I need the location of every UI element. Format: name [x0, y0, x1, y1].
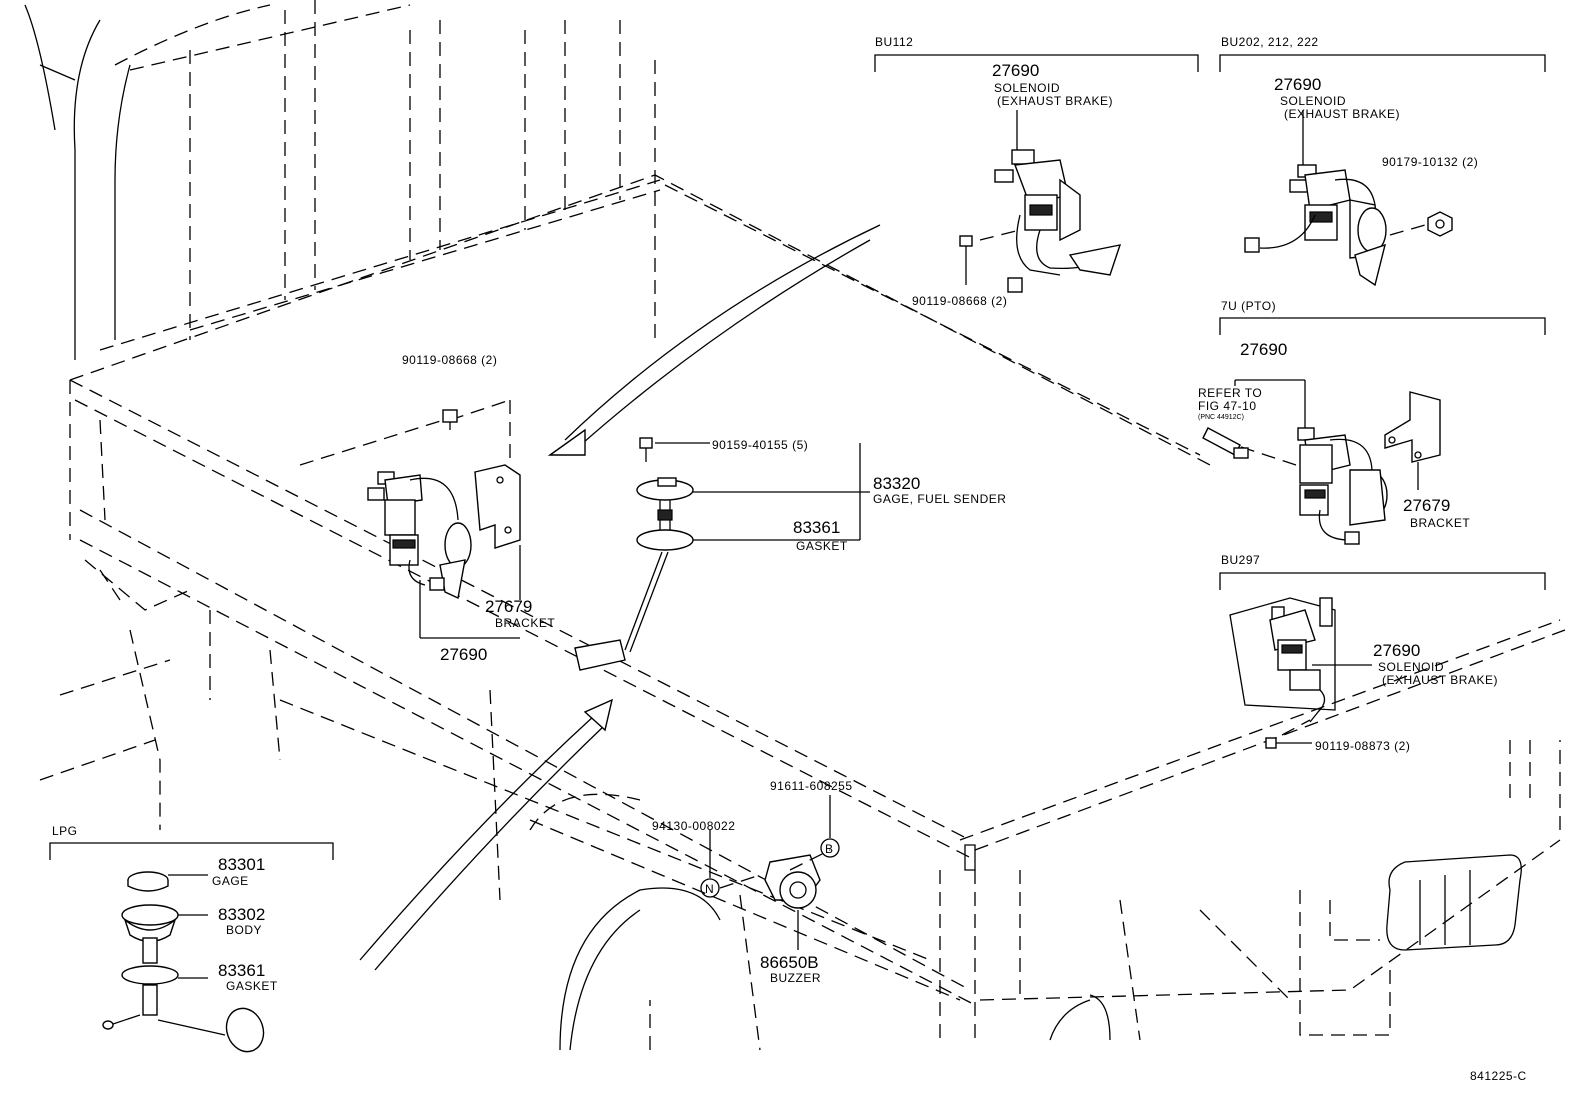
bu112-bolt-label: 90119-08668 (2) — [912, 294, 1007, 308]
main-solenoid-partno: 27690 — [440, 645, 487, 664]
bu297-desc2: (EXHAUST BRAKE) — [1382, 673, 1498, 687]
lpg-gasket-label: GASKET — [226, 979, 278, 993]
main-bracket-label: BRACKET — [495, 616, 555, 630]
lpg-body-label: BODY — [226, 923, 262, 937]
gasket-partno: 83361 — [793, 518, 840, 537]
callout-arrows — [359, 224, 881, 971]
truck-outline — [24, 0, 1566, 1051]
bu297-bolt-icon — [1265, 737, 1312, 749]
bu112-bolt-icon — [959, 235, 973, 285]
bu202-desc1: SOLENOID — [1280, 94, 1346, 108]
bu202-partno: 27690 — [1274, 75, 1321, 94]
marker-b-icon — [820, 838, 840, 858]
buzzer-partno: 86650B — [760, 953, 819, 972]
section-title-bu112: BU112 — [875, 35, 913, 49]
bu202-nut-icon — [1427, 211, 1453, 237]
bu297-solenoid-drawing — [1229, 597, 1372, 736]
clip-b-label: 91611-608255 — [770, 779, 853, 793]
buzzer-drawing — [709, 795, 831, 1051]
clip-n-number: 94130-00802 — [652, 819, 728, 833]
pto-bracket-label: BRACKET — [1410, 516, 1470, 530]
section-frames — [49, 54, 1546, 860]
main-solenoid-drawing — [299, 399, 521, 639]
marker-n-text: N — [705, 882, 714, 896]
pto-partno: 27690 — [1240, 340, 1287, 359]
marker-n-icon — [700, 878, 720, 898]
fuel-sender-drawing — [574, 437, 870, 671]
sender-label: GAGE, FUEL SENDER — [873, 492, 1006, 506]
clip-b-number: 91611-60825 — [770, 779, 845, 793]
lpg-gasket-partno: 83361 — [218, 961, 265, 980]
bu202-desc2: (EXHAUST BRAKE) — [1284, 107, 1400, 121]
bu112-partno: 27690 — [992, 61, 1039, 80]
sender-partno: 83320 — [873, 474, 920, 493]
pto-refer-line1: REFER TO — [1198, 386, 1262, 400]
bu112-solenoid-drawing — [979, 110, 1122, 293]
screw-label: 90159-40155 (5) — [712, 438, 808, 452]
section-title-bu297: BU297 — [1221, 553, 1260, 567]
lpg-gage-partno: 83301 — [218, 855, 265, 874]
bu112-desc1: SOLENOID — [994, 81, 1060, 95]
figure-id: 841225-C — [1470, 1069, 1527, 1083]
bu112-desc2: (EXHAUST BRAKE) — [997, 94, 1113, 108]
section-title-lpg: LPG — [52, 824, 78, 838]
bu297-desc1: SOLENOID — [1378, 660, 1444, 674]
pto-refer-line3: (PNC 44912C) — [1198, 414, 1244, 421]
bu202-solenoid-drawing — [1244, 110, 1426, 287]
bu297-partno: 27690 — [1373, 641, 1420, 660]
lpg-parts-drawing — [102, 871, 265, 1053]
clip-n-suffix: 2 — [728, 819, 735, 833]
buzzer-label: BUZZER — [770, 971, 821, 985]
main-bracket-partno: 27679 — [485, 597, 532, 616]
section-title-bu202: BU202, 212, 222 — [1221, 35, 1319, 49]
gasket-label: GASKET — [796, 539, 848, 553]
bu297-bolt-label: 90119-08873 (2) — [1315, 739, 1410, 753]
clip-b-suffix: 5 — [845, 779, 852, 793]
pto-solenoid-drawing — [1202, 379, 1441, 545]
lpg-body-partno: 83302 — [218, 905, 265, 924]
marker-b-text: B — [825, 842, 834, 856]
clip-n-label: 94130-008022 — [652, 819, 735, 833]
tail-lamp — [1386, 854, 1522, 951]
main-bolt-label: 90119-08668 (2) — [402, 353, 497, 367]
pto-bracket-partno: 27679 — [1403, 496, 1450, 515]
pto-refer-line2: FIG 47-10 — [1198, 399, 1257, 413]
section-title-pto: 7U (PTO) — [1221, 299, 1276, 313]
lpg-gage-label: GAGE — [212, 874, 249, 888]
bu202-nut-label: 90179-10132 (2) — [1382, 155, 1478, 169]
